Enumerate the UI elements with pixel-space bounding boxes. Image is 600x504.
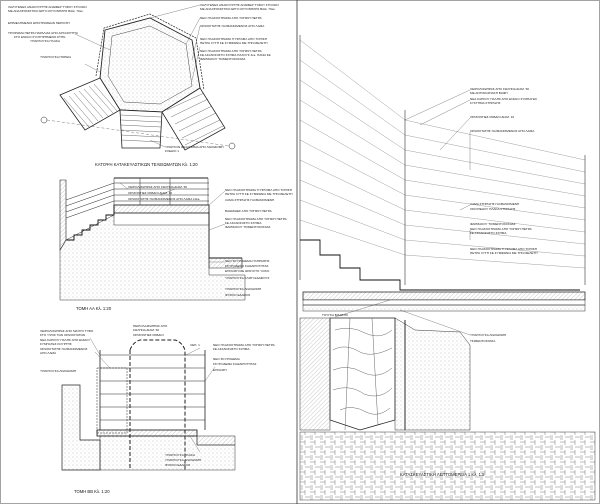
detail-masonry (329, 317, 396, 431)
aa-label: ΟΡΘΟΣΤΑΤΗΣ ΓΑΛΒΑΝΙΣΜΕΝΟΣ ΑΠΟ ΛΑΜΑ 10εκ. (128, 197, 200, 201)
plan-label: ΣΧΕΔΙΟ 1 (165, 149, 179, 153)
plan-label: ΠΕΤΡΑ ΧΥΤΗ ΣΕ ΣΥΜΦΩΝΙΑ ΜΕ ΤΗΝ ΜΕΛΕΤΗ (200, 41, 267, 45)
section-bb (61, 337, 236, 471)
aa-railing (65, 177, 209, 219)
bb-slab (96, 429, 198, 437)
detail-label: ΟΡΘΟΣΤΑΤΗΣ ΓΑΛΒΑΝΙΣΜΕΝΟΣ ΑΠΟ ΛΑΜΑ (470, 129, 535, 133)
aa-ground (59, 214, 246, 301)
aa-label: ΦΑΡΜΑΚΟΥ ΤΣΙΜΕΝΤΟΚΟΝΙΑΣ (225, 225, 271, 229)
detail-paving (299, 431, 596, 501)
detail-step-profile (300, 239, 580, 291)
aa-label: ΥΠΑΡΧΟΥΣΑ ΚΛΙΣΗ ΕΔΑΦΟΥΣ (225, 276, 269, 280)
plan-label: ΤΡΙΧΡΩΜΑ ΠΕΤΡΑ ΠΑΡΑΛΙΑΣ ΑΠΟ ΑΡΧΑΙΟΤΗΤΑ (8, 31, 79, 35)
aa-label: ΥΠΑΡΧΟΥΣΑ ΛΙΘΟΔΟΜΗ (225, 287, 261, 291)
detail-label: ΥΠΑΡΧΟΥΣΑ ΛΙΘΟΔΟΜΗ (470, 333, 506, 337)
bb-label: ΣΩΛΗΝΑ ΔΙΑΜ. 50 (133, 328, 159, 332)
aa-label: ΠΕΤΡΑ ΧΥΤΗ ΣΕ ΣΥΜΦΩΝΙΑ ΜΕ ΤΗΝ ΜΕΛΕΤΗ (225, 192, 292, 196)
bb-detail-ref: ΛΕΠ. 1 (190, 343, 200, 347)
plan-label: ΕΠΙΜΕΛΗΜΕΝΟΙ ΕΠΙΣΤΡΩΣΕΩΝ ΠΕΡΙΟΧΗ (8, 21, 70, 25)
bb-label: ΕΠΙΧΩΣΗ (213, 368, 227, 372)
aa-platform (113, 204, 210, 214)
detail-label: ΠΕΤΡΑ ΧΥΤΗ ΣΕ ΣΥΜΦΩΝΙΑ ΜΕ ΤΗΝ ΜΕΛΕΤΗ (470, 251, 537, 255)
aa-label: ΝΕΟ ΠΛΑΚΟΣΤΡΩΜΑ ΑΠΟ ΤΟΠΙΚΗ ΠΕΤΡΑ (225, 217, 288, 221)
plan-label: ΟΡΘΟΣΤΑΤΗΣ ΓΑΛΒΑΝΙΣΜΕΝΟΣ ΑΠΟ ΛΑΜΑ (200, 24, 265, 28)
aa-stair-profile (66, 205, 115, 241)
aa-label: ΟΡΙΖΟΝΤΙΕΣ ΡΑΒΔΟΙ ΔΙΑΜ. 16 (128, 191, 172, 195)
aa-label: ΣΕ ΑΚΑΝΟΝΙΣΤΟ ΣΧΗΜΑ (225, 221, 262, 225)
bb-railing (99, 350, 206, 430)
detail-label: ΧΕΙΡΟΛΙΣΘΗΡΑΣ ΑΠΟ ΣΩΛΗΝΑ ΔΙΑΜ. 50 (470, 87, 529, 91)
detail-label: ΝΕΟ ΠΛΑΚΟΣΤΡΩΜΑ Ή ΠΡΟΦΙΛ ΑΠΟ ΤΟΠΙΚΗ (470, 247, 537, 251)
plan-title: ΚΑΤΟΨΗ ΚΑΤΑΚΕΥΑΣΤΙΚΩΝ ΤΕΛΕΙΩΜΑΤΩΝ Κλ. 1:… (95, 162, 198, 167)
detail-label: ΤΟΥΓΚΑ ΒΙΔΩΣΗΣ (322, 313, 348, 317)
plan-label: ΥΠΑΡΧΟΝ ΑΝΑΛΗΜΜΑ ΑΠΟ ΛΙΘΟΔΟΜΗ (165, 145, 224, 149)
detail-1 (299, 35, 596, 501)
plan-label: ΝΕΟ ΠΛΑΚΟΣΤΡΩΜΑ Ή ΠΡΟΦΙΛ ΑΠΟ ΤΟΠΙΚΗ (200, 37, 267, 41)
bb-label: ΝΕΟ ΣΚΥΡΟΔΕΜΑ (213, 357, 241, 361)
aa-label: ΦΥΣΙΚΟ ΕΔΑΦΟΣ (225, 293, 250, 297)
plan-label: ΥΠΑΡΧΟΥΣΑ ΠΟΡΕΙΑ (40, 55, 72, 59)
plan-label: ΝΕΟ ΠΛΑΚΟΣΤΡΩΜΑ ΑΠΟ ΤΟΠΙΚΗ ΠΕΤΡΑ (200, 49, 263, 53)
plan-label: ΧΩΛΥΓΕΝΕΣ ΑΝΑΚΟΥΡΤΗΣ ΑΝΩΦΕΡ ΤΥΦΟΥ ΣΤΟΧΩΝ (8, 5, 87, 9)
aa-label: ΧΕΙΡΟΛΙΣΘΗΡΑΣ ΑΠΟ ΣΩΛΗΝΑ ΔΙΑΜ. 50 (128, 185, 187, 189)
plan-label: ΜΕ ΑΝΑΧΡΟΝΙΣΤΙΚΟ ΕΡΓΟ ΚΡΥΟΝΗΣΗΣ ΒΑΘ. 70ε… (200, 7, 276, 11)
detail-label: ΟΡΙΖΟΝΤΙΕΣ ΡΑΒΔΟΙ ΔΙΑΜ. 16 (470, 115, 514, 119)
aa-label: ΣΚΥΡΟΔΕΜΑ ΚΑΘΑΡΙΟΤΗΤΑΣ (225, 264, 269, 268)
detail-posts (299, 35, 586, 285)
section-bb-title: ΤΟΜΗ ΒΒ Κλ. 1:20 (74, 489, 110, 494)
bb-label: ΣΚΥΡΟΔΕΜΑ ΚΑΘΑΡΙΟΤΗΤΑΣ (213, 362, 257, 366)
section-aa (59, 177, 246, 301)
plan-label: ΦΑΡΜΑΚΟΥ ΤΣΙΜΕΝΤΟΚΟΝΙΑΣ (200, 57, 246, 61)
plan-label: ΥΠΑΡΧΟΥΣΑ ΠΛΑΚΑ (30, 39, 61, 43)
detail-label: ΜΕ ΑΝΤΙΣΚΩΡΙΑΚΗ ΒΑΦΗ (470, 91, 508, 95)
plan-view (40, 4, 236, 151)
bb-label: ΣΥΜΠΑΓΕΣ ΚΟΥΡΤΗΣ (40, 342, 72, 346)
detail-label: ΛΑΜΑ ΣΤΗΡΙΞΗΣ ΓΑΛΒΑΝΙΣΜΕΝΗ (470, 202, 519, 206)
bb-label: ΣΕ ΑΚΑΝΟΝΙΣΤΟ ΣΧΗΜΑ (213, 347, 250, 351)
detail-label: ΤΣΙΜΕΝΤΟΚΟΝΙΑ (470, 339, 496, 343)
detail-labels: ΧΕΙΡΟΛΙΣΘΗΡΑΣ ΑΠΟ ΣΩΛΗΝΑ ΔΙΑΜ. 50 ΜΕ ΑΝΤ… (322, 87, 537, 477)
bb-label: ΝΕΑ ΚΑΡΚΟΥ ΠΑΛΗΣ ΑΠΟ ΕΝΙΑΙΟ (40, 338, 90, 342)
detail-label: ΣΕ ΑΚΑΝΟΝΙΣΤΟ ΣΧΗΜΑ (470, 231, 507, 235)
bb-label: ΥΠΑΡΧΟΥΣΑ ΠΛΑΚΑ (165, 453, 196, 457)
plan-stair-down (119, 109, 163, 149)
bb-label: ΣΤΟ ΥΨΟΣ ΤΩΝ ΟΡΘΟΣΤΑΤΩΝ (40, 333, 85, 337)
bb-label: ΧΕΙΡΟΛΙΣΘΗΡΑΣ ΑΠΟ ΜΑΥΡΟ ΤΥΦΟ (40, 329, 94, 333)
bb-label: ΟΡΙΖΟΝΤΙΕΣ ΡΑΒΔΟΙ (133, 333, 164, 337)
section-bb-labels: ΧΕΙΡΟΛΙΣΘΗΡΑΣ ΑΠΟ ΜΑΥΡΟ ΤΥΦΟ ΣΤΟ ΥΨΟΣ ΤΩ… (40, 324, 276, 494)
plan-label: ΧΩΛΥΓΕΝΕΣ ΑΝΑΚΟΥΡΤΗΣ ΑΝΩΦΕΡ ΤΥΦΟΥ ΣΤΟΧΩΝ (200, 3, 279, 7)
plan-labels: ΧΩΛΥΓΕΝΕΣ ΑΝΑΚΟΥΡΤΗΣ ΑΝΩΦΕΡ ΤΥΦΟΥ ΣΤΟΧΩΝ… (8, 3, 279, 167)
section-aa-title: ΤΟΜΗ ΑΑ Κλ. 1:20 (76, 306, 112, 311)
bb-label: ΟΡΘΟΣΤΑΤΗΣ ΓΑΛΒΑΝΙΣΜΕΝΟΣ (40, 347, 88, 351)
aa-label: ΝΕΟ ΣΚΥΡΟΔΕΜΑ ΠΛΗΡΩΣΗΣ (225, 259, 270, 263)
plan-label: ΝΕΟ ΠΛΑΚΟΣΤΡΩΜΑ ΑΠΟ ΤΟΠΙΚΗ ΠΕΤΡΑ (200, 16, 263, 20)
aa-label: ΒΑΘΜΙΔΕΣ ΑΠΟ ΤΟΠΙΚΗ ΠΕΤΡΑ (225, 209, 273, 213)
detail-label: ΣΥΣΤΗΜΑ ΣΤΗΡΙΞΗΣ (470, 101, 501, 105)
detail-label: ΦΑΡΜΑΚΟΥ ΤΣΙΜΕΝΤΟΚΟΝΙΑΣ (470, 222, 516, 226)
bb-label: ΦΥΣΙΚΟ ΕΔΑΦΟΣ (165, 463, 190, 467)
bb-detail-callout (129, 339, 186, 470)
aa-label: ΝΕΟ ΠΛΑΚΟΣΤΡΩΜΑ Ή ΠΡΟΦΙΛ ΑΠΟ ΤΟΠΙΚΗ (225, 188, 292, 192)
plan-stair-right (161, 87, 226, 151)
detail-railing-bars (299, 39, 586, 269)
bb-label: ΝΕΟ ΠΛΑΚΟΣΤΡΩΜΑ ΑΠΟ ΤΟΠΙΚΗ ΠΕΤΡΑ (213, 343, 276, 347)
section-aa-labels: ΧΕΙΡΟΛΙΣΘΗΡΑΣ ΑΠΟ ΣΩΛΗΝΑ ΔΙΑΜ. 50 ΟΡΙΖΟΝ… (76, 185, 292, 311)
plan-label: ΣΤΟ ΕΝΙΑΙΟ ΣΥΝΤΗΡΗΜΕΝΟ ΣΤΗΝ (14, 35, 65, 39)
aa-label: ΕΠΙΧΩΣΗ ΜΕ ΘΡΑΥΣΤΟ ΥΛΙΚΟ (225, 269, 270, 273)
detail-label: ΟΙΚΟΠΕΔΟΥ ΠΛΑΚΑ ΣΤΗΡΙΞΗΣ (470, 207, 515, 211)
plan-label: ΜΕ ΑΝΑΧΡΟΝΙΣΤΙΚΟ ΕΡΓΟ ΚΡΥΟΝΗΣΗΣ ΒΑΘ. 70ε… (8, 9, 84, 13)
aa-label: ΛΑΜΑ ΣΤΗΡΙΞΗΣ ΓΑΛΒΑΝΙΣΜΕΝΗ (225, 198, 274, 202)
bb-label: ΑΠΟ ΛΑΜΑ (40, 351, 57, 355)
detail-label: ΝΕΑ ΚΑΡΚΟΥ ΠΑΛΗΣ ΑΠΟ ΕΝΙΑΙΟ ΣΥΜΠΑΓΕΣ (470, 97, 537, 101)
detail-label: ΝΕΟ ΠΛΑΚΟΣΤΡΩΜΑ ΑΠΟ ΤΟΠΙΚΗ ΠΕΤΡΑ (470, 227, 533, 231)
detail-slab (302, 291, 586, 301)
bb-label: ΥΠΑΡΧΟΥΣΑ ΛΙΘΟΔΟΜΗ (165, 458, 201, 462)
detail-title: ΚΑΤΑΣΚΕΥΑΣΤΙΚΗ ΛΕΠΤΟΜΕΡΕΙΑ 1 Κλ. 1:5 (400, 472, 485, 477)
plan-label: ΣΕ ΑΚΑΝΟΝΙΣΤΟ ΣΧΗΜΑ ΠΑΧΟΥΣ 4εκ. ΠΑΝΩ ΣΕ (200, 53, 271, 57)
bb-label: ΥΠΑΡΧΟΥΣΑ ΛΙΘΟΔΟΜΗ (40, 369, 76, 373)
bb-label: ΠΕΙΡΟΛΑΙΣΘΗΡΑΣ ΑΠΟ (133, 324, 168, 328)
